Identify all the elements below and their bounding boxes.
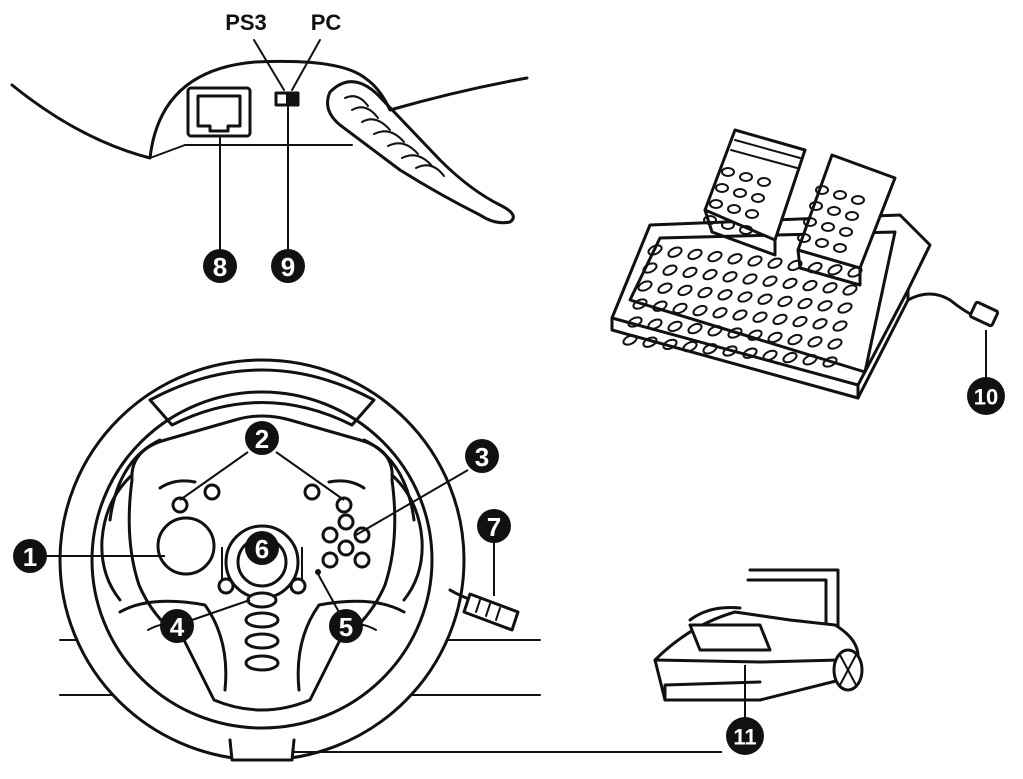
callout-badge bbox=[726, 717, 764, 755]
button-top-right-2 bbox=[303, 483, 321, 501]
callout-number: 9 bbox=[281, 252, 295, 282]
callout-1: 1 bbox=[13, 539, 47, 573]
callout-6: 6 bbox=[245, 531, 279, 565]
callout-11: 11 bbox=[726, 717, 764, 755]
usb-cable-coil bbox=[326, 80, 515, 225]
pedal-connector-icon bbox=[968, 300, 1000, 328]
callout-3: 3 bbox=[465, 439, 499, 473]
callout-badge bbox=[465, 439, 499, 473]
hub-button-right bbox=[289, 577, 307, 595]
callout-badge bbox=[245, 421, 279, 455]
led-indicator-icon bbox=[315, 569, 321, 575]
button-top-left-2 bbox=[203, 483, 221, 501]
pedal-grip-holes bbox=[703, 167, 865, 253]
callout-badge bbox=[477, 509, 511, 543]
callout-number: 8 bbox=[213, 252, 227, 282]
steering-wheel bbox=[42, 358, 722, 762]
callout-badge bbox=[13, 539, 47, 573]
callout-number: 4 bbox=[170, 612, 185, 642]
callout-4: 4 bbox=[160, 609, 194, 643]
callout-number: 10 bbox=[974, 385, 998, 410]
callout-number: 3 bbox=[475, 442, 489, 472]
pc-label: PC bbox=[311, 10, 342, 35]
callout-badge bbox=[271, 249, 305, 283]
wheel-back-panel bbox=[10, 39, 529, 250]
callout-number: 7 bbox=[487, 512, 501, 542]
usb-plug-icon bbox=[448, 588, 520, 632]
callout-badge bbox=[160, 609, 194, 643]
callout-badge bbox=[245, 531, 279, 565]
callout-number: 2 bbox=[255, 424, 269, 454]
callout-badge bbox=[329, 609, 363, 643]
face-buttons bbox=[321, 513, 371, 569]
callout-markers: 1 2 3 4 5 6 7 8 9 10 11 bbox=[13, 249, 1005, 755]
pedal-base-grip bbox=[622, 244, 863, 368]
callout-badge bbox=[967, 377, 1005, 415]
callout-5: 5 bbox=[329, 609, 363, 643]
hub-button-left bbox=[217, 577, 235, 595]
callout-7: 7 bbox=[477, 509, 511, 543]
callout-number: 6 bbox=[255, 534, 269, 564]
callout-9: 9 bbox=[271, 249, 305, 283]
button-top-left-1 bbox=[171, 496, 189, 514]
callout-number: 11 bbox=[733, 725, 756, 750]
pedal-set bbox=[610, 128, 1000, 400]
callout-number: 1 bbox=[23, 542, 37, 572]
lower-oval-buttons bbox=[244, 591, 280, 672]
callout-10: 10 bbox=[967, 377, 1005, 415]
callout-badge bbox=[203, 249, 237, 283]
ps3-label: PS3 bbox=[225, 10, 267, 35]
table-clamp bbox=[653, 568, 864, 720]
callout-2: 2 bbox=[245, 421, 279, 455]
callout-number: 5 bbox=[339, 612, 353, 642]
button-top-right-1 bbox=[335, 496, 353, 514]
callout-8: 8 bbox=[203, 249, 237, 283]
